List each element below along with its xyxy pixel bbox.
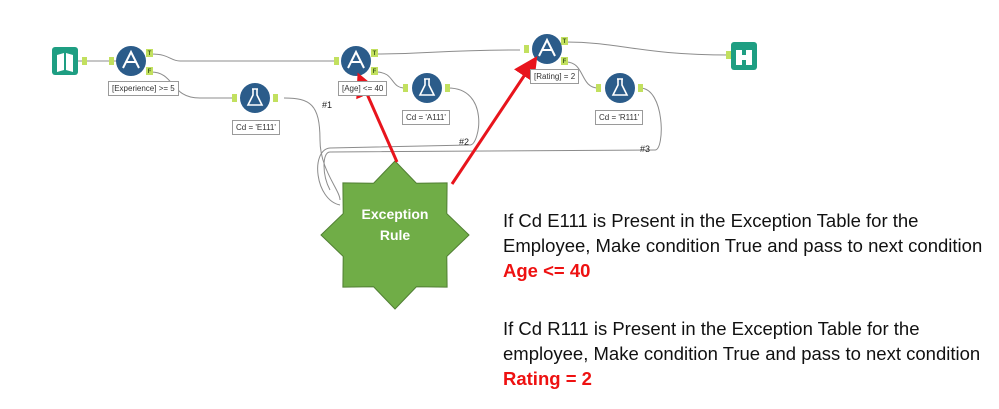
port xyxy=(726,51,731,59)
port xyxy=(334,57,339,65)
note-2-text: If Cd R111 is Present in the Exception T… xyxy=(503,318,981,364)
wire-formula1-out xyxy=(283,97,341,201)
exception-rule-line1: Exception xyxy=(361,206,429,222)
port-true xyxy=(146,49,153,57)
port xyxy=(596,84,601,92)
input-tool-bg xyxy=(52,47,78,75)
formula1-expression: Cd = 'E111' xyxy=(232,120,280,135)
wire-filter2-false xyxy=(375,71,406,89)
port-false xyxy=(371,67,378,75)
exception-rule-label: Exception Rule xyxy=(343,204,447,246)
formula-tool-1[interactable] xyxy=(240,83,270,113)
formula3-expression: Cd = 'R111' xyxy=(595,110,644,125)
port xyxy=(445,84,450,92)
wire-filter2-true xyxy=(375,49,521,55)
port xyxy=(524,45,529,53)
note-1-text: If Cd E111 is Present in the Exception T… xyxy=(503,210,983,256)
port-true xyxy=(371,49,378,57)
connection-ports xyxy=(82,37,731,102)
note-2-highlight: Rating = 2 xyxy=(503,368,592,389)
exception-rule-star xyxy=(320,160,470,310)
port xyxy=(232,94,237,102)
formula-tool-2[interactable] xyxy=(412,73,442,103)
filter-tool-2[interactable] xyxy=(341,46,371,76)
exception-arrow-to-rating-filter xyxy=(450,56,538,185)
filter1-condition: [Experience] >= 5 xyxy=(108,81,179,96)
book-icon xyxy=(57,53,73,72)
wire-filter3-false xyxy=(565,61,599,89)
formula-icon xyxy=(412,73,442,103)
anchor-false-label: F xyxy=(373,69,377,75)
anchor-false-label: F xyxy=(148,69,152,75)
anchor-true-label: T xyxy=(373,51,377,57)
filter-tool-1[interactable] xyxy=(116,46,146,76)
connection-label-1: #1 xyxy=(322,100,333,110)
filter2-condition: [Age] <= 40 xyxy=(338,81,388,96)
anchor-false-label: F xyxy=(563,59,567,65)
port xyxy=(82,57,87,65)
port-true xyxy=(561,37,568,45)
port-false xyxy=(561,57,568,65)
port xyxy=(273,94,278,102)
exception-rule-line2: Rule xyxy=(379,227,411,243)
note-1-highlight: Age <= 40 xyxy=(503,260,591,281)
formula-icon xyxy=(240,83,270,113)
connection-label-3: #3 xyxy=(640,144,651,154)
note-1: If Cd E111 is Present in the Exception T… xyxy=(503,208,993,283)
wire-filter3-true xyxy=(565,41,731,56)
formula-icon xyxy=(605,73,635,103)
note-2: If Cd R111 is Present in the Exception T… xyxy=(503,316,993,391)
formula2-expression: Cd = 'A111' xyxy=(402,110,450,125)
binoculars-icon xyxy=(736,50,752,65)
port xyxy=(638,84,643,92)
input-data-tool[interactable] xyxy=(52,47,78,75)
wire-filter1-true xyxy=(150,53,338,62)
port xyxy=(109,57,114,65)
port-false xyxy=(146,67,153,75)
browse-tool[interactable] xyxy=(731,42,757,70)
filter3-condition: [Rating] = 2 xyxy=(530,69,580,84)
wire-formula2-out xyxy=(317,87,480,206)
anchor-true-label: T xyxy=(563,39,567,45)
connection-label-2: #2 xyxy=(459,137,470,147)
port xyxy=(403,84,408,92)
formula-tool-3[interactable] xyxy=(605,73,635,103)
wire-formula3-out xyxy=(323,87,662,191)
connection-wires xyxy=(76,41,731,206)
filter-tool-3[interactable] xyxy=(532,34,562,64)
anchor-true-label: T xyxy=(148,51,152,57)
